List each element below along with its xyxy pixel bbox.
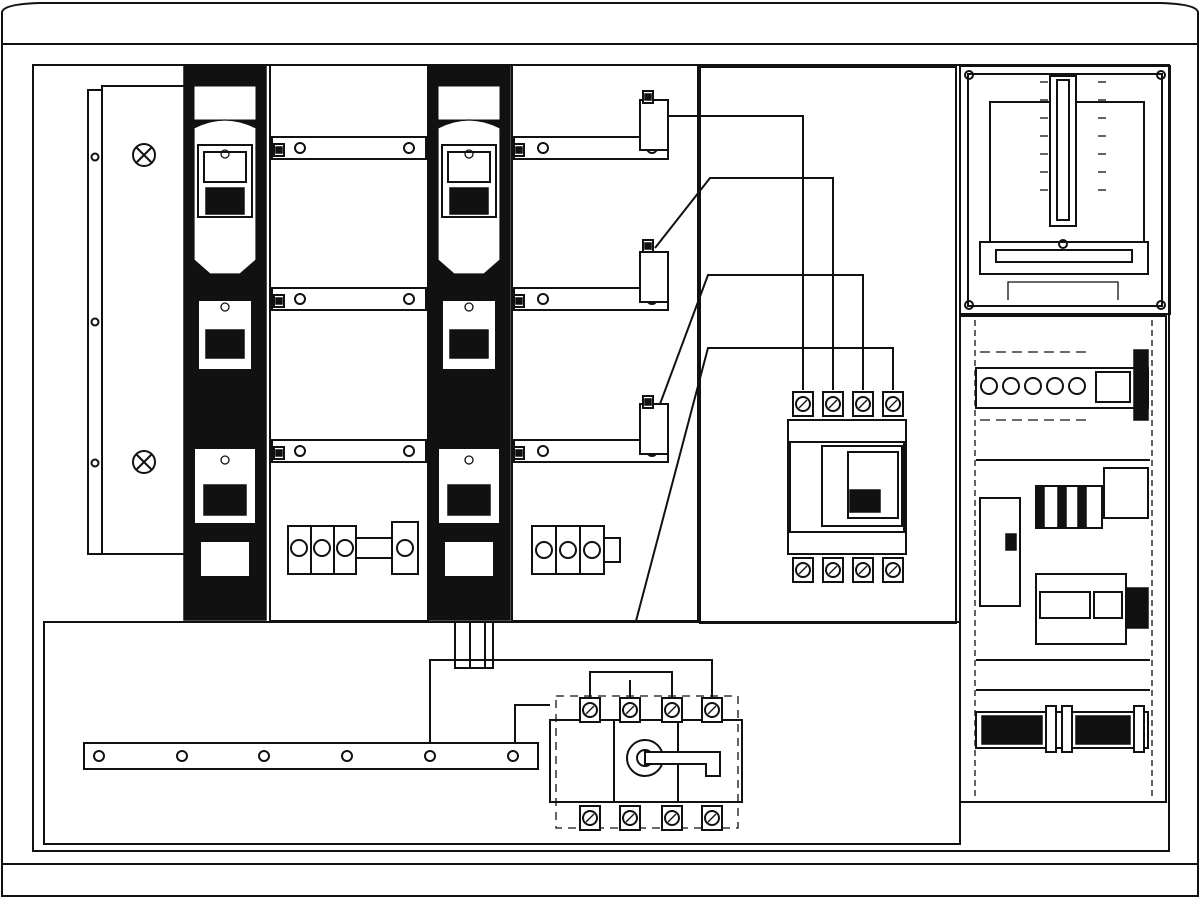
fuse-carrier-2 (427, 65, 511, 621)
terminal-block-left (287, 521, 419, 575)
din-rail-2 (979, 467, 1149, 645)
switch-disconnector (549, 695, 743, 831)
busbar-row-1 (271, 90, 669, 160)
indicator-lamp-icon (132, 450, 156, 474)
busbar-row-3 (271, 395, 669, 463)
din-rail-panel (959, 315, 1167, 803)
wiring (429, 115, 894, 748)
control-panel (959, 65, 1171, 315)
din-rail-1 (975, 349, 1149, 421)
indicator-lamp-icon (132, 143, 156, 167)
terminal-block-middle (531, 525, 621, 575)
hatched-cover-bottom (43, 621, 961, 845)
din-rail-3 (975, 705, 1149, 753)
circuit-breaker (787, 391, 907, 583)
fuse-carrier-1 (183, 65, 267, 621)
bottom-busbar (83, 742, 539, 770)
busbar-row-2 (271, 239, 669, 311)
busbars (271, 90, 669, 463)
left-mounting-plate (87, 85, 187, 555)
